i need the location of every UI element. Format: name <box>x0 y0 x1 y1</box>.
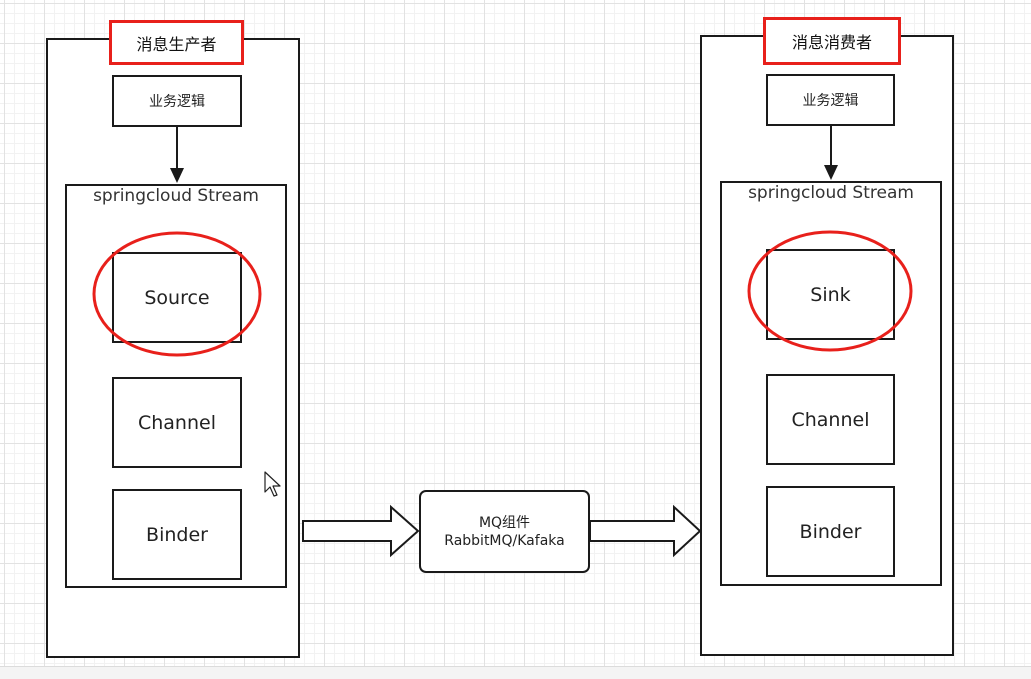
mq-brokers-label: RabbitMQ/Kafaka <box>444 532 565 549</box>
producer-to-mq-arrow <box>302 504 420 558</box>
consumer-channel-box: Channel <box>766 374 895 465</box>
scrollbar-track[interactable] <box>0 666 1031 679</box>
consumer-binder-box: Binder <box>766 486 895 577</box>
producer-title: 消息生产者 <box>109 20 244 65</box>
producer-channel-box: Channel <box>112 377 242 468</box>
producer-binder-box: Binder <box>112 489 242 580</box>
producer-down-arrow <box>170 127 184 183</box>
source-highlight-ellipse <box>92 231 262 357</box>
sink-highlight-ellipse <box>747 230 913 352</box>
consumer-title: 消息消费者 <box>763 17 901 65</box>
mq-to-consumer-arrow <box>589 504 702 558</box>
consumer-down-arrow <box>824 126 838 180</box>
consumer-business-logic-box: 业务逻辑 <box>766 74 895 126</box>
mq-label: MQ组件 <box>478 514 531 531</box>
mq-component-box: MQ组件 RabbitMQ/Kafaka <box>419 490 590 573</box>
producer-business-logic-box: 业务逻辑 <box>112 75 242 127</box>
mouse-cursor-icon <box>264 471 281 497</box>
sink-box: Sink <box>766 249 895 340</box>
consumer-stream-label: springcloud Stream <box>748 183 914 203</box>
source-box: Source <box>112 252 242 343</box>
producer-stream-label: springcloud Stream <box>93 186 259 206</box>
